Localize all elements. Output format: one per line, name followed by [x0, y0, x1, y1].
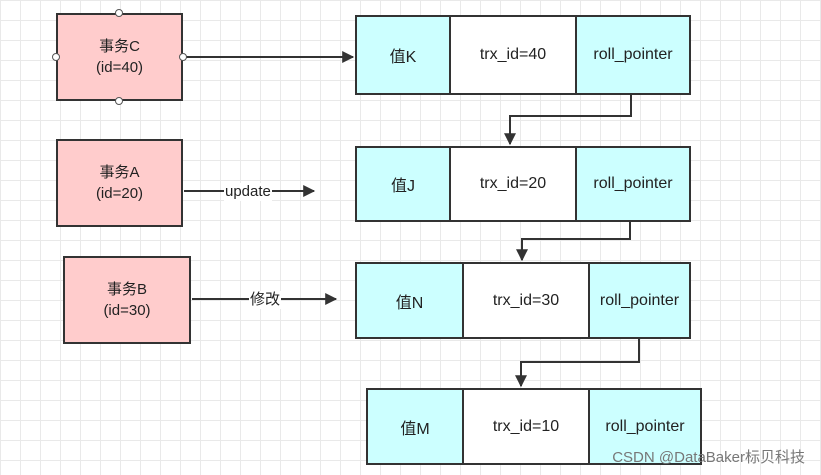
transaction-a-id: (id=20): [95, 185, 144, 202]
record-m-trx-id: trx_id=10: [462, 390, 588, 463]
modify-edge-label: 修改: [249, 291, 282, 309]
record-k-value: 值K: [357, 17, 449, 93]
selection-handle-right[interactable]: [179, 53, 187, 61]
transaction-c-id: (id=40): [95, 59, 144, 76]
pointer-k-to-j: [504, 86, 632, 146]
record-m[interactable]: 值M trx_id=10 roll_pointer: [366, 388, 702, 465]
transaction-c-name: 事务C: [99, 38, 140, 55]
record-j-roll-pointer: roll_pointer: [575, 148, 689, 220]
pointer-n-to-m: [515, 339, 640, 388]
record-n-value: 值N: [357, 264, 462, 337]
selection-handle-top[interactable]: [115, 9, 123, 17]
record-n-trx-id: trx_id=30: [462, 264, 588, 337]
transaction-b[interactable]: 事务B (id=30): [63, 256, 191, 344]
record-k-roll-pointer: roll_pointer: [575, 17, 689, 93]
selection-handle-bottom[interactable]: [115, 97, 123, 105]
csdn-watermark: CSDN @DataBaker标贝科技: [612, 449, 805, 466]
selection-handle-left[interactable]: [52, 53, 60, 61]
transaction-c[interactable]: 事务C (id=40): [56, 13, 183, 101]
record-j[interactable]: 值J trx_id=20 roll_pointer: [355, 146, 691, 222]
transaction-a-name: 事务A: [99, 164, 140, 181]
record-k-trx-id: trx_id=40: [449, 17, 575, 93]
record-m-roll-pointer: roll_pointer: [588, 390, 700, 463]
record-m-value: 值M: [368, 390, 462, 463]
record-j-trx-id: trx_id=20: [449, 148, 575, 220]
update-edge-label: update: [224, 183, 272, 201]
record-n-roll-pointer: roll_pointer: [588, 264, 689, 337]
record-n[interactable]: 值N trx_id=30 roll_pointer: [355, 262, 691, 339]
record-k[interactable]: 值K trx_id=40 roll_pointer: [355, 15, 691, 95]
transaction-b-id: (id=30): [103, 302, 151, 319]
pointer-j-to-n: [516, 222, 631, 262]
transaction-a[interactable]: 事务A (id=20): [56, 139, 183, 227]
record-j-value: 值J: [357, 148, 449, 220]
transaction-b-name: 事务B: [106, 281, 147, 298]
